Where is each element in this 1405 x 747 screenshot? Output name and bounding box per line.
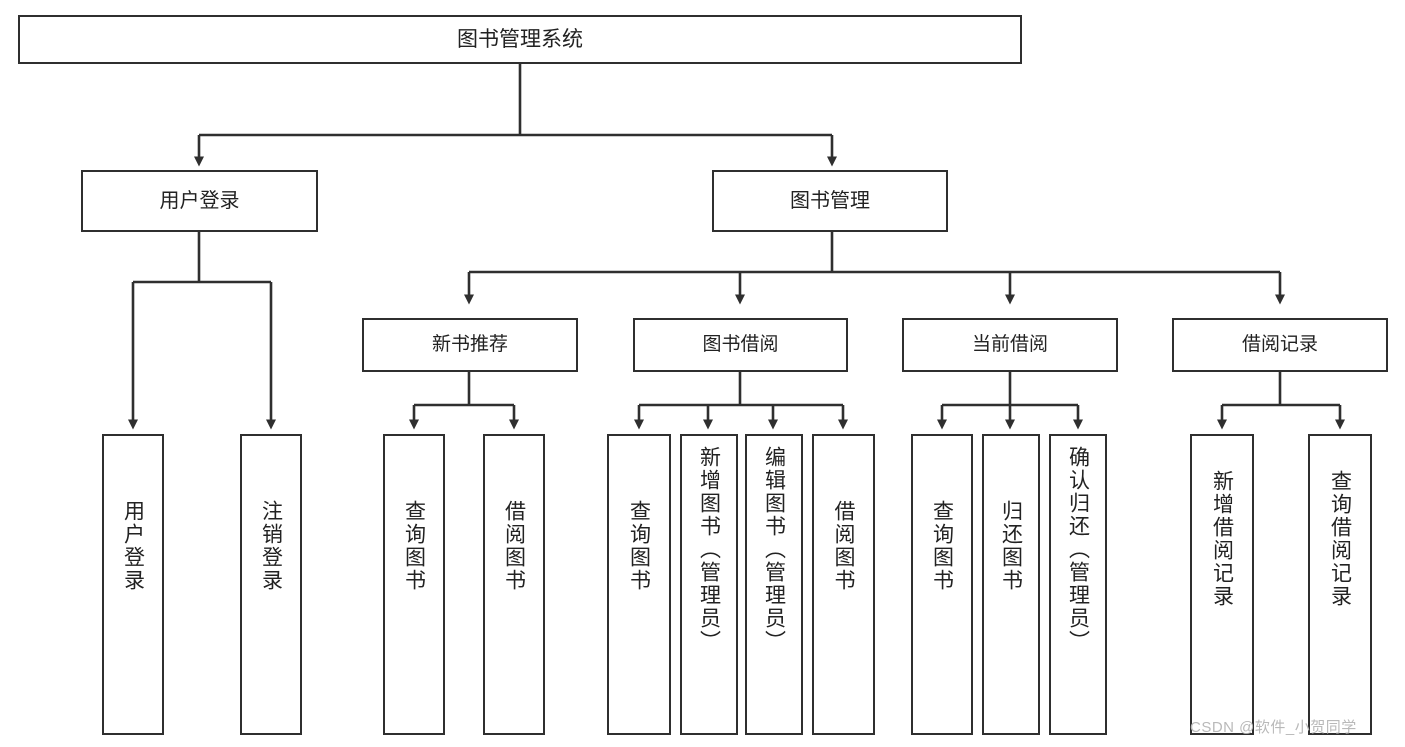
node-new-book-recommend[interactable]: 新书推荐 <box>362 318 578 372</box>
leaf-return-books[interactable]: 归还图书 <box>982 434 1040 735</box>
node-label: 编辑图书（管理员） <box>762 446 786 653</box>
leaf-query-books-current[interactable]: 查询图书 <box>911 434 973 735</box>
node-label: 图书管理系统 <box>457 27 583 51</box>
leaf-borrow-books[interactable]: 借阅图书 <box>812 434 875 735</box>
node-label: 注销登录 <box>259 500 283 592</box>
leaf-query-books-new[interactable]: 查询图书 <box>383 434 445 735</box>
node-book-borrow[interactable]: 图书借阅 <box>633 318 848 372</box>
node-label: 查询图书 <box>402 500 426 592</box>
leaf-add-borrow-record[interactable]: 新增借阅记录 <box>1190 434 1254 735</box>
node-root-system[interactable]: 图书管理系统 <box>18 15 1022 64</box>
node-label: 新增图书（管理员） <box>697 446 721 653</box>
node-label: 图书借阅 <box>702 334 779 356</box>
leaf-user-login[interactable]: 用户登录 <box>102 434 164 735</box>
node-label: 借阅图书 <box>502 500 526 592</box>
node-label: 归还图书 <box>999 500 1023 592</box>
leaf-edit-book-admin[interactable]: 编辑图书（管理员） <box>745 434 803 735</box>
node-label: 新增借阅记录 <box>1210 470 1234 608</box>
leaf-confirm-return-admin[interactable]: 确认归还（管理员） <box>1049 434 1107 735</box>
node-label: 新书推荐 <box>431 334 508 356</box>
node-label: 借阅图书 <box>832 500 855 592</box>
node-label: 用户登录 <box>159 189 240 212</box>
node-label: 查询图书 <box>627 500 651 592</box>
node-label: 确认归还（管理员） <box>1066 446 1090 653</box>
node-current-borrow[interactable]: 当前借阅 <box>902 318 1118 372</box>
node-user-login[interactable]: 用户登录 <box>81 170 318 232</box>
leaf-logout[interactable]: 注销登录 <box>240 434 302 735</box>
node-borrow-records[interactable]: 借阅记录 <box>1172 318 1388 372</box>
node-label: 借阅记录 <box>1241 334 1318 356</box>
node-label: 查询图书 <box>930 500 954 592</box>
leaf-query-books-borrow[interactable]: 查询图书 <box>607 434 671 735</box>
leaf-add-book-admin[interactable]: 新增图书（管理员） <box>680 434 738 735</box>
node-book-management[interactable]: 图书管理 <box>712 170 948 232</box>
leaf-borrow-books-new[interactable]: 借阅图书 <box>483 434 545 735</box>
node-label: 查询借阅记录 <box>1328 470 1352 608</box>
node-label: 当前借阅 <box>971 334 1048 356</box>
leaf-query-borrow-record[interactable]: 查询借阅记录 <box>1308 434 1372 735</box>
node-label: 图书管理 <box>790 189 870 212</box>
node-label: 用户登录 <box>121 500 145 592</box>
